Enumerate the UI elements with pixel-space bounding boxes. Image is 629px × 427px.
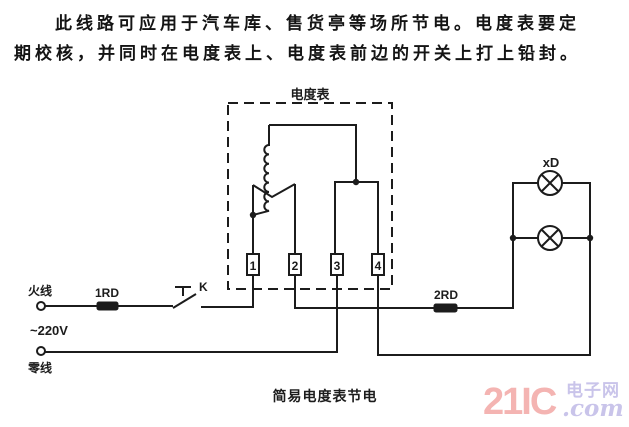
junction-dot	[352, 178, 360, 186]
load-wire-2rd-run	[294, 182, 538, 309]
fuse-1rd	[96, 301, 119, 311]
voltage-coil	[252, 125, 270, 216]
label-fuse-1rd: 1RD	[95, 286, 119, 300]
meter-label: 电度表	[290, 87, 330, 102]
neutral-wire-to-terminal3	[45, 275, 338, 353]
lamp-icon	[537, 170, 563, 196]
lamp-cross-icon	[540, 173, 560, 193]
intro-line-1: 此线路可应用于汽车库、售货亭等场所节电。电度表要定	[55, 14, 580, 33]
meter-top-wire	[269, 124, 357, 182]
figure-caption: 简易电度表节电	[273, 388, 378, 404]
label-fuse-2rd: 2RD	[434, 288, 458, 302]
watermark: 21IC 电子网 .com	[483, 380, 624, 423]
lamp-icon	[537, 225, 563, 251]
watermark-cn: 电子网	[566, 380, 620, 400]
intro-line-2: 期校核，并同时在电度表上、电度表前边的开关上打上铅封。	[14, 44, 581, 63]
fuse-2rd	[433, 303, 458, 313]
current-coil	[252, 183, 296, 199]
watermark-com: .com	[562, 395, 624, 422]
terminal-number-4: 4	[375, 259, 382, 273]
lamp-cross-icon	[540, 228, 560, 248]
intro-text: 此线路可应用于汽车库、售货亭等场所节电。电度表要定 期校核，并同时在电度表上、电…	[14, 9, 614, 69]
switch-contact	[175, 286, 191, 296]
junction-dot	[586, 234, 594, 242]
terminal-number-2: 2	[292, 259, 299, 273]
junction-dot	[249, 211, 257, 219]
live-input-terminal	[36, 301, 46, 311]
switch-blade	[172, 293, 197, 309]
neutral-input-terminal	[36, 346, 46, 356]
label-lamp-group: xD	[543, 155, 560, 170]
junction-dot	[509, 234, 517, 242]
terminal-number-1: 1	[250, 259, 257, 273]
meter-dashed-box	[227, 102, 393, 290]
label-switch-k: K	[199, 280, 208, 294]
neutral-return-to-lamps	[377, 182, 591, 356]
terminal-number-3: 3	[334, 259, 341, 273]
live-wire-to-terminal1	[201, 275, 254, 308]
watermark-brand: 21IC	[483, 381, 557, 423]
terminal34-link	[334, 181, 379, 254]
label-neutral-wire: 零线	[27, 360, 52, 375]
label-voltage: ~220V	[30, 323, 68, 338]
label-live-wire: 火线	[28, 283, 52, 298]
